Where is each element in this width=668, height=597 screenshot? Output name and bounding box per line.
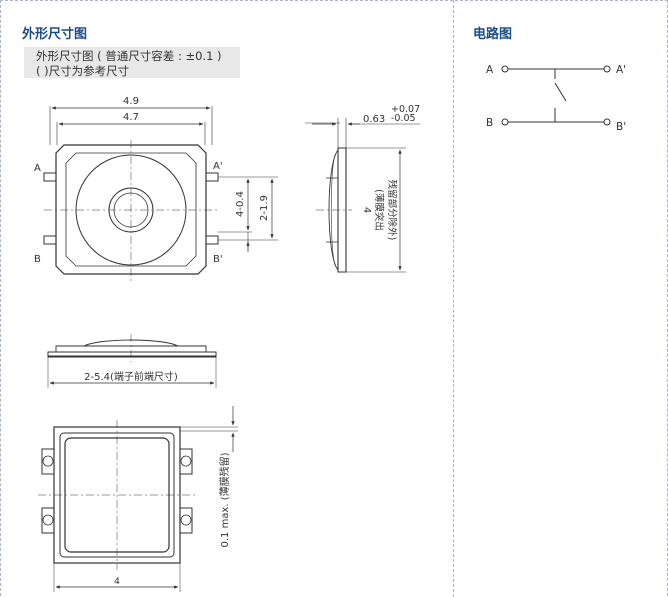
- tolerance-note-box: 外形尺寸图 ( 普通尺寸容差 : ±0.1 ) ( )尺寸为参考尺寸: [24, 47, 240, 78]
- dim-side-thickness: 0.63: [363, 114, 385, 125]
- pin-a-prime-label: A': [213, 161, 223, 172]
- circuit-a-label: A: [486, 64, 494, 76]
- top-view: [43, 106, 278, 282]
- dim-side-note1: (薄膜突出: [373, 189, 385, 231]
- dim-top-outer: 4.9: [123, 96, 139, 107]
- circuit-a-prime-label: A': [616, 64, 626, 76]
- dim-bottom-note: 0.1 max. (薄膜残留): [218, 452, 231, 547]
- dim-tol-plus: +0.07: [391, 104, 420, 115]
- dim-side-note2: 残留部分除外): [386, 180, 398, 241]
- dim-tol-minus: -0.05: [391, 113, 416, 124]
- circuit-diagram: [501, 65, 611, 126]
- dim-side-height: 4: [361, 207, 372, 213]
- reference-note: ( )尺寸为参考尺寸: [36, 64, 130, 78]
- circuit-b-label: B: [486, 117, 493, 129]
- dim-bottom-width: 4: [114, 577, 120, 587]
- circuit-section-title: 电路图: [473, 27, 513, 42]
- dim-4-0-4: 4-0.4: [235, 191, 246, 217]
- pin-b-label: B: [34, 254, 41, 265]
- outline-section-title: 外形尺寸图: [22, 27, 88, 42]
- dim-terminal-span: 2-5.4(端子前端尺寸): [84, 370, 178, 383]
- tolerance-note: 外形尺寸图 ( 普通尺寸容差 : ±0.1 ): [36, 49, 222, 63]
- pin-a-label: A: [34, 163, 41, 174]
- pin-b-prime-label: B': [213, 254, 223, 265]
- front-view: [47, 334, 217, 388]
- side-view: [305, 118, 420, 273]
- section-divider: [453, 0, 454, 597]
- bottom-view: [38, 406, 238, 592]
- dim-top-inner: 4.7: [123, 112, 139, 123]
- circuit-b-prime-label: B': [616, 121, 626, 133]
- dim-2-1-9: 2-1.9: [259, 195, 270, 221]
